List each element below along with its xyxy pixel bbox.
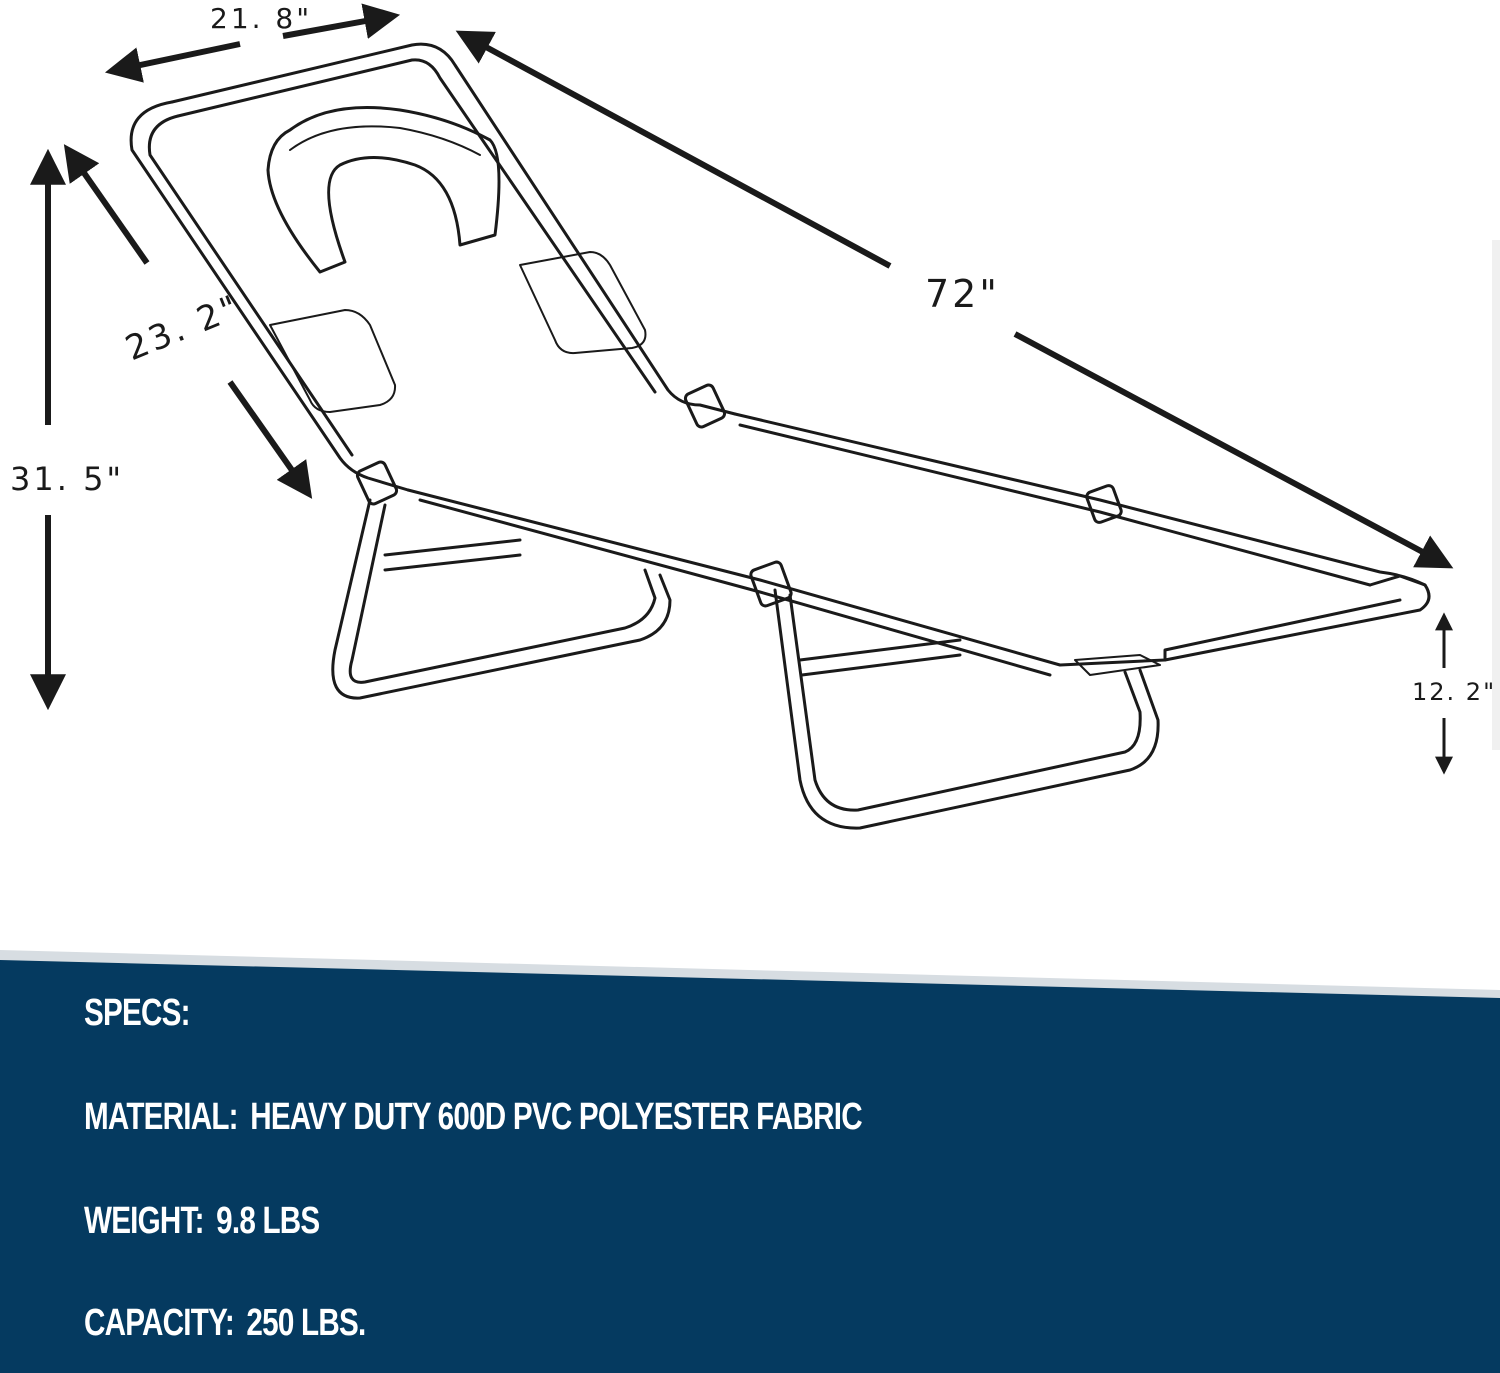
spec-capacity: CAPACITY: 250 LBS. (84, 1302, 366, 1345)
specs-panel: SPECS: MATERIAL: HEAVY DUTY 600D PVC POLY… (0, 950, 1500, 1373)
spec-material-value: HEAVY DUTY 600D PVC POLYESTER FABRIC (250, 1096, 862, 1138)
backrest-arrow-bottom (227, 380, 313, 499)
chair-frame (129, 42, 1431, 830)
hinge-seat-right (1085, 484, 1123, 524)
head-cushion (266, 106, 501, 274)
spec-capacity-label: CAPACITY: (84, 1302, 235, 1344)
arm-hole-left (269, 309, 397, 413)
length-arrow-bottom (1013, 331, 1454, 569)
spec-capacity-value: 250 LBS. (246, 1302, 366, 1344)
width-arrow-left (104, 41, 241, 83)
page-edge-strip (1492, 240, 1500, 750)
width-dimension-label: 21. 8" (210, 2, 313, 35)
spec-weight-value: 9.8 LBS (216, 1200, 320, 1242)
width-arrow-right (282, 3, 401, 39)
specs-heading: SPECS: (84, 992, 190, 1034)
dimension-arrows (30, 3, 1454, 775)
hinge-seat-left (749, 560, 793, 608)
spec-weight: WEIGHT: 9.8 LBS (84, 1200, 320, 1243)
seat-height-dimension-label: 12. 2" (1412, 678, 1497, 706)
height-dimension-label: 31. 5" (10, 460, 125, 498)
lounge-chair-diagram (30, 3, 1454, 830)
hinge-back-right (683, 383, 727, 429)
backrest-arrow-top (63, 144, 150, 265)
hinge-back-left (355, 460, 399, 506)
spec-material-label: MATERIAL: (84, 1096, 239, 1138)
length-dimension-label: 72" (925, 272, 1000, 316)
spec-weight-label: WEIGHT: (84, 1200, 204, 1242)
arm-hole-right (519, 251, 647, 355)
spec-material: MATERIAL: HEAVY DUTY 600D PVC POLYESTER F… (84, 1096, 863, 1139)
length-arrow-top (455, 30, 892, 269)
